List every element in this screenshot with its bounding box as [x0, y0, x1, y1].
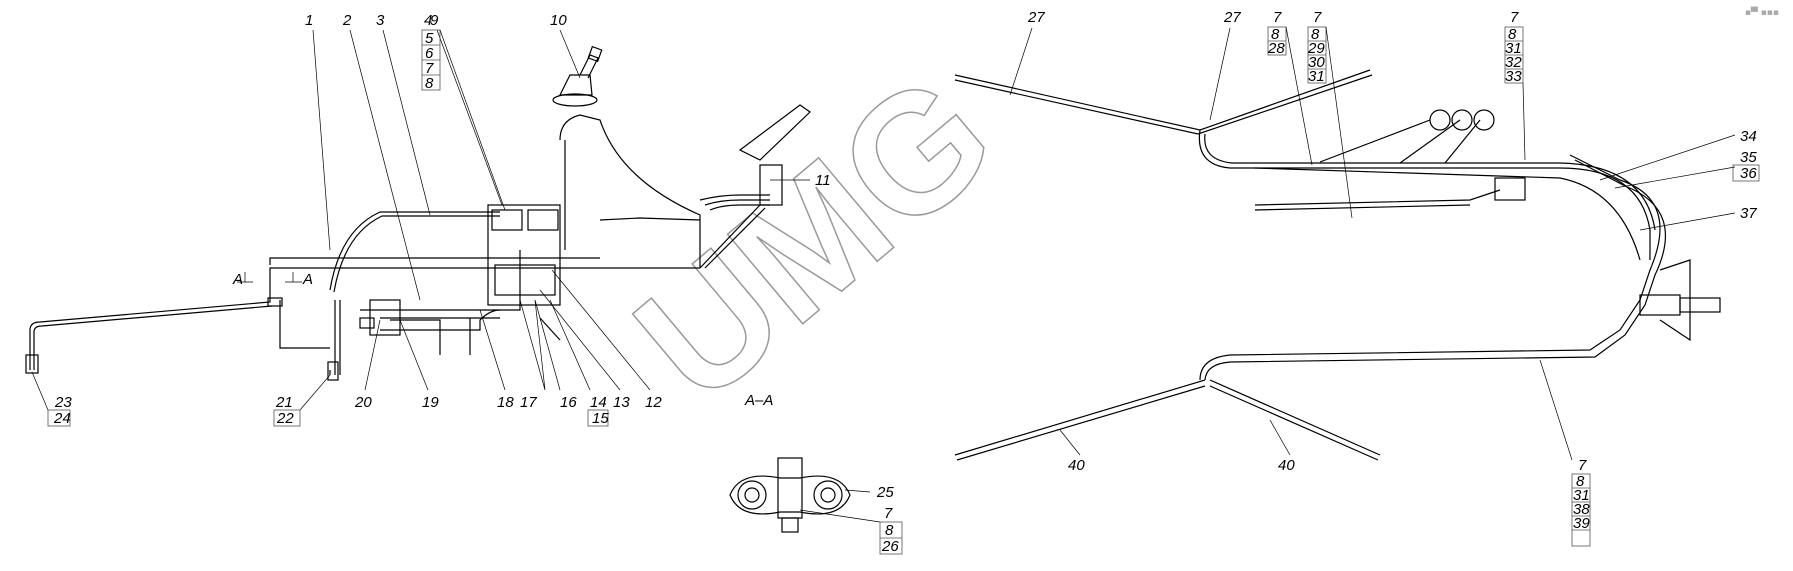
callout-label: 7 — [1313, 9, 1322, 26]
watermark: UMG — [601, 37, 1028, 439]
callout-label: 15 — [592, 410, 609, 427]
callout-label: 23 — [54, 394, 72, 411]
callout-label: 8 — [425, 75, 434, 92]
callout-label: 26 — [881, 538, 899, 555]
callout-label: 7 — [884, 505, 893, 522]
callout-label: 7 — [1578, 457, 1587, 474]
callout-label: 11 — [815, 172, 831, 189]
callout-label: 31 — [1308, 68, 1325, 85]
callout-label: 21 — [275, 394, 293, 411]
callout-label: 7 — [1510, 9, 1519, 26]
callout-label: 36 — [1740, 165, 1757, 182]
toolbar-dots-icon[interactable]: ▪▀ ▪▪▪ — [1744, 8, 1779, 18]
callout-label: 9 — [430, 12, 439, 29]
callout-label: A — [232, 271, 243, 288]
right-callouts: 27 27 7 8 28 7 8 29 30 31 7 8 31 32 33 3… — [1009, 9, 1760, 547]
callout-label: 24 — [53, 410, 71, 427]
callout-label: 16 — [560, 394, 577, 411]
callout-label: 25 — [876, 484, 894, 501]
callout-label: 20 — [354, 394, 372, 411]
callout-label: 17 — [520, 394, 537, 411]
callout-label: 12 — [645, 394, 662, 411]
section-a-a-detail: A–A 25 7 8 26 — [729, 392, 903, 555]
callout-label: 34 — [1740, 128, 1757, 145]
callout-label: 1 — [305, 12, 313, 29]
callout-label: 13 — [613, 394, 630, 411]
callout-label: 40 — [1068, 457, 1085, 474]
callout-label: 18 — [497, 394, 514, 411]
callout-label: 19 — [422, 394, 439, 411]
svg-text:UMG: UMG — [602, 38, 1028, 438]
callout-label: 8 — [885, 522, 894, 539]
callout-label: 27 — [1223, 9, 1241, 26]
callout-label: 27 — [1027, 9, 1045, 26]
callout-label: 29 — [1307, 40, 1325, 57]
callout-label: 31 — [1505, 40, 1522, 57]
callout-label: 40 — [1278, 457, 1295, 474]
callout-label: 3 — [376, 12, 385, 29]
callout-label: 14 — [590, 394, 607, 411]
callout-label: 7 — [425, 60, 434, 77]
callout-label: 38 — [1573, 501, 1590, 518]
callout-label: 28 — [1267, 40, 1285, 57]
left-pipe-assembly — [25, 45, 811, 381]
callout-label: 22 — [276, 410, 294, 427]
callout-label: 33 — [1505, 68, 1522, 85]
callout-label: 8 — [1311, 26, 1320, 43]
section-marker-a: A A — [232, 271, 313, 288]
callout-label: 32 — [1505, 54, 1522, 71]
left-callouts: 1 2 3 9 10 11 12 13 16 18 19 20 17 14 15… — [31, 12, 831, 427]
callout-label: 37 — [1740, 205, 1757, 222]
callout-label: 31 — [1573, 487, 1590, 504]
callout-label: 30 — [1308, 54, 1325, 71]
callout-label: 8 — [1271, 26, 1280, 43]
callout-label: 2 — [342, 12, 352, 29]
callout-label: 6 — [425, 45, 434, 62]
callout-label: 10 — [550, 12, 567, 29]
callout-label: 4 — [424, 12, 432, 29]
right-pipe-assembly — [954, 69, 1721, 461]
callout-label: 8 — [1576, 473, 1585, 490]
callout-label: 35 — [1740, 149, 1757, 166]
callout-label: A–A — [744, 392, 773, 409]
callout-label: A — [302, 271, 313, 288]
callout-label: 7 — [1273, 9, 1282, 26]
callout-label: 8 — [1508, 26, 1517, 43]
callout-label: 5 — [425, 30, 434, 47]
callout-label: 39 — [1573, 515, 1590, 532]
